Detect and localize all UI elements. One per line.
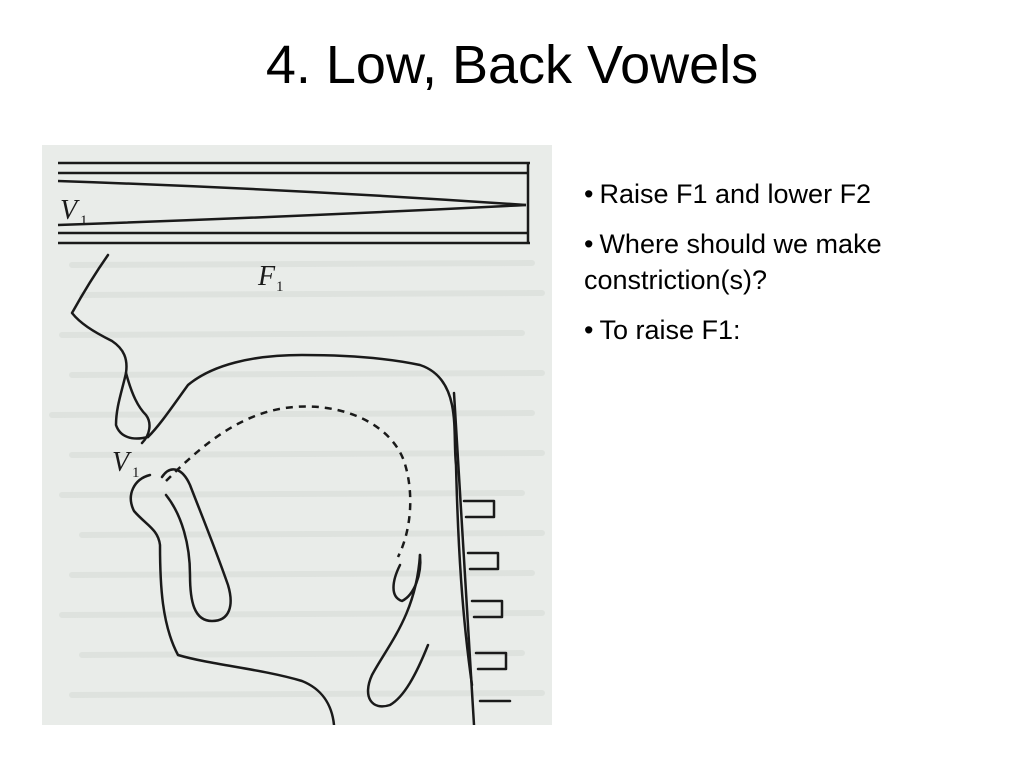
tongue-body (160, 468, 232, 623)
tract-label-sub: 1 (132, 465, 140, 481)
vertebra-2 (466, 551, 500, 571)
bullet-text: Where should we make constriction(s)? (584, 229, 882, 295)
bullet-marker: • (584, 179, 594, 209)
standing-wave-upper (57, 179, 527, 207)
slide-title: 4. Low, Back Vowels (265, 35, 759, 95)
vocal-tract-diagram: V 1 F 1 (49, 161, 545, 725)
lower-lip-jaw (129, 473, 336, 725)
standing-wave-lower (57, 203, 527, 227)
spine-line (452, 391, 476, 725)
tube-model (57, 161, 530, 245)
upper-lip (124, 371, 151, 445)
vertebra-1 (462, 499, 496, 519)
bullet-marker: • (584, 229, 594, 259)
bullet-list: •Raise F1 and lower F2 •Where should we … (584, 176, 1004, 362)
tube-label: V (60, 195, 80, 226)
bullet-item: •Raise F1 and lower F2 (584, 176, 1004, 212)
formant-label: F (257, 261, 276, 292)
larynx-front (366, 553, 430, 708)
nose-profile (70, 253, 150, 440)
dashed-tongue-contour (165, 405, 412, 558)
tube-label-sub: 1 (80, 213, 88, 229)
palate-pharynx (146, 353, 474, 687)
vertebra-4 (474, 651, 508, 671)
bullet-marker: • (584, 315, 594, 345)
paper-texture (49, 260, 545, 698)
bullet-item: •To raise F1: (584, 312, 1004, 348)
tract-label: V (112, 447, 132, 478)
vocal-tract-figure: V 1 F 1 (42, 145, 552, 725)
bullet-item: •Where should we make constriction(s)? (584, 226, 1004, 298)
bullet-text: Raise F1 and lower F2 (599, 179, 872, 209)
bullet-text: To raise F1: (599, 315, 741, 345)
vertebra-3 (470, 599, 504, 619)
vocal-tract-profile (70, 253, 512, 725)
formant-label-sub: 1 (276, 279, 284, 295)
